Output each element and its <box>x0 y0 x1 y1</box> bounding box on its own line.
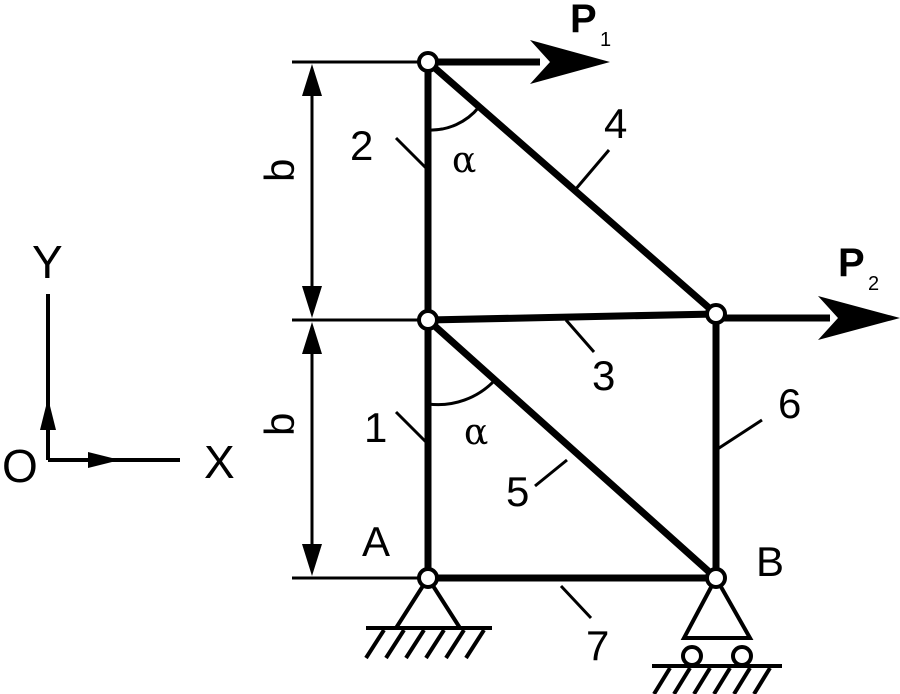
node-label-a: A <box>362 518 390 565</box>
axis-label-x: X <box>204 436 235 488</box>
member-label-4: 4 <box>604 100 627 147</box>
dimension-arrow-lower <box>302 322 322 576</box>
member-label-7: 7 <box>586 622 609 669</box>
force-p2-arrow <box>716 296 900 340</box>
truss-members <box>424 58 720 582</box>
joint-middle-left <box>417 309 439 331</box>
axis-label-origin: O <box>2 440 38 492</box>
roller-support-b <box>652 573 782 694</box>
dimension-arrow-upper <box>302 64 322 318</box>
joint-top <box>417 51 439 73</box>
member-label-1: 1 <box>364 404 387 451</box>
member-5 <box>424 316 720 582</box>
truss-joints <box>417 51 727 589</box>
member-label-6: 6 <box>778 380 801 427</box>
coordinate-axes <box>40 294 180 468</box>
force-p1-arrow <box>428 40 610 84</box>
angle-arc-lower <box>427 378 497 407</box>
axis-label-y: Y <box>32 236 63 288</box>
member-leader-lines <box>394 136 763 620</box>
joint-a <box>417 567 439 589</box>
dimension-extension-lines <box>292 60 428 580</box>
force-p1-label: P <box>570 0 597 41</box>
force-p2-label: P <box>838 241 865 285</box>
angle-label-lower: α <box>464 412 488 453</box>
member-4 <box>424 58 720 318</box>
dimension-label-upper: b <box>256 159 303 182</box>
angle-label-upper: α <box>452 140 476 181</box>
member-label-2: 2 <box>350 122 373 169</box>
joint-middle-right <box>705 303 727 325</box>
joint-b <box>705 567 727 589</box>
force-p1-subscript: 1 <box>600 29 611 51</box>
node-label-b: B <box>756 538 784 585</box>
member-label-3: 3 <box>592 352 615 399</box>
member-label-5: 5 <box>506 468 529 515</box>
angle-arc-upper <box>427 106 481 132</box>
pin-support-a <box>364 574 492 660</box>
member-3 <box>424 310 720 324</box>
force-p2-subscript: 2 <box>868 273 879 295</box>
dimension-label-lower: b <box>256 413 303 436</box>
